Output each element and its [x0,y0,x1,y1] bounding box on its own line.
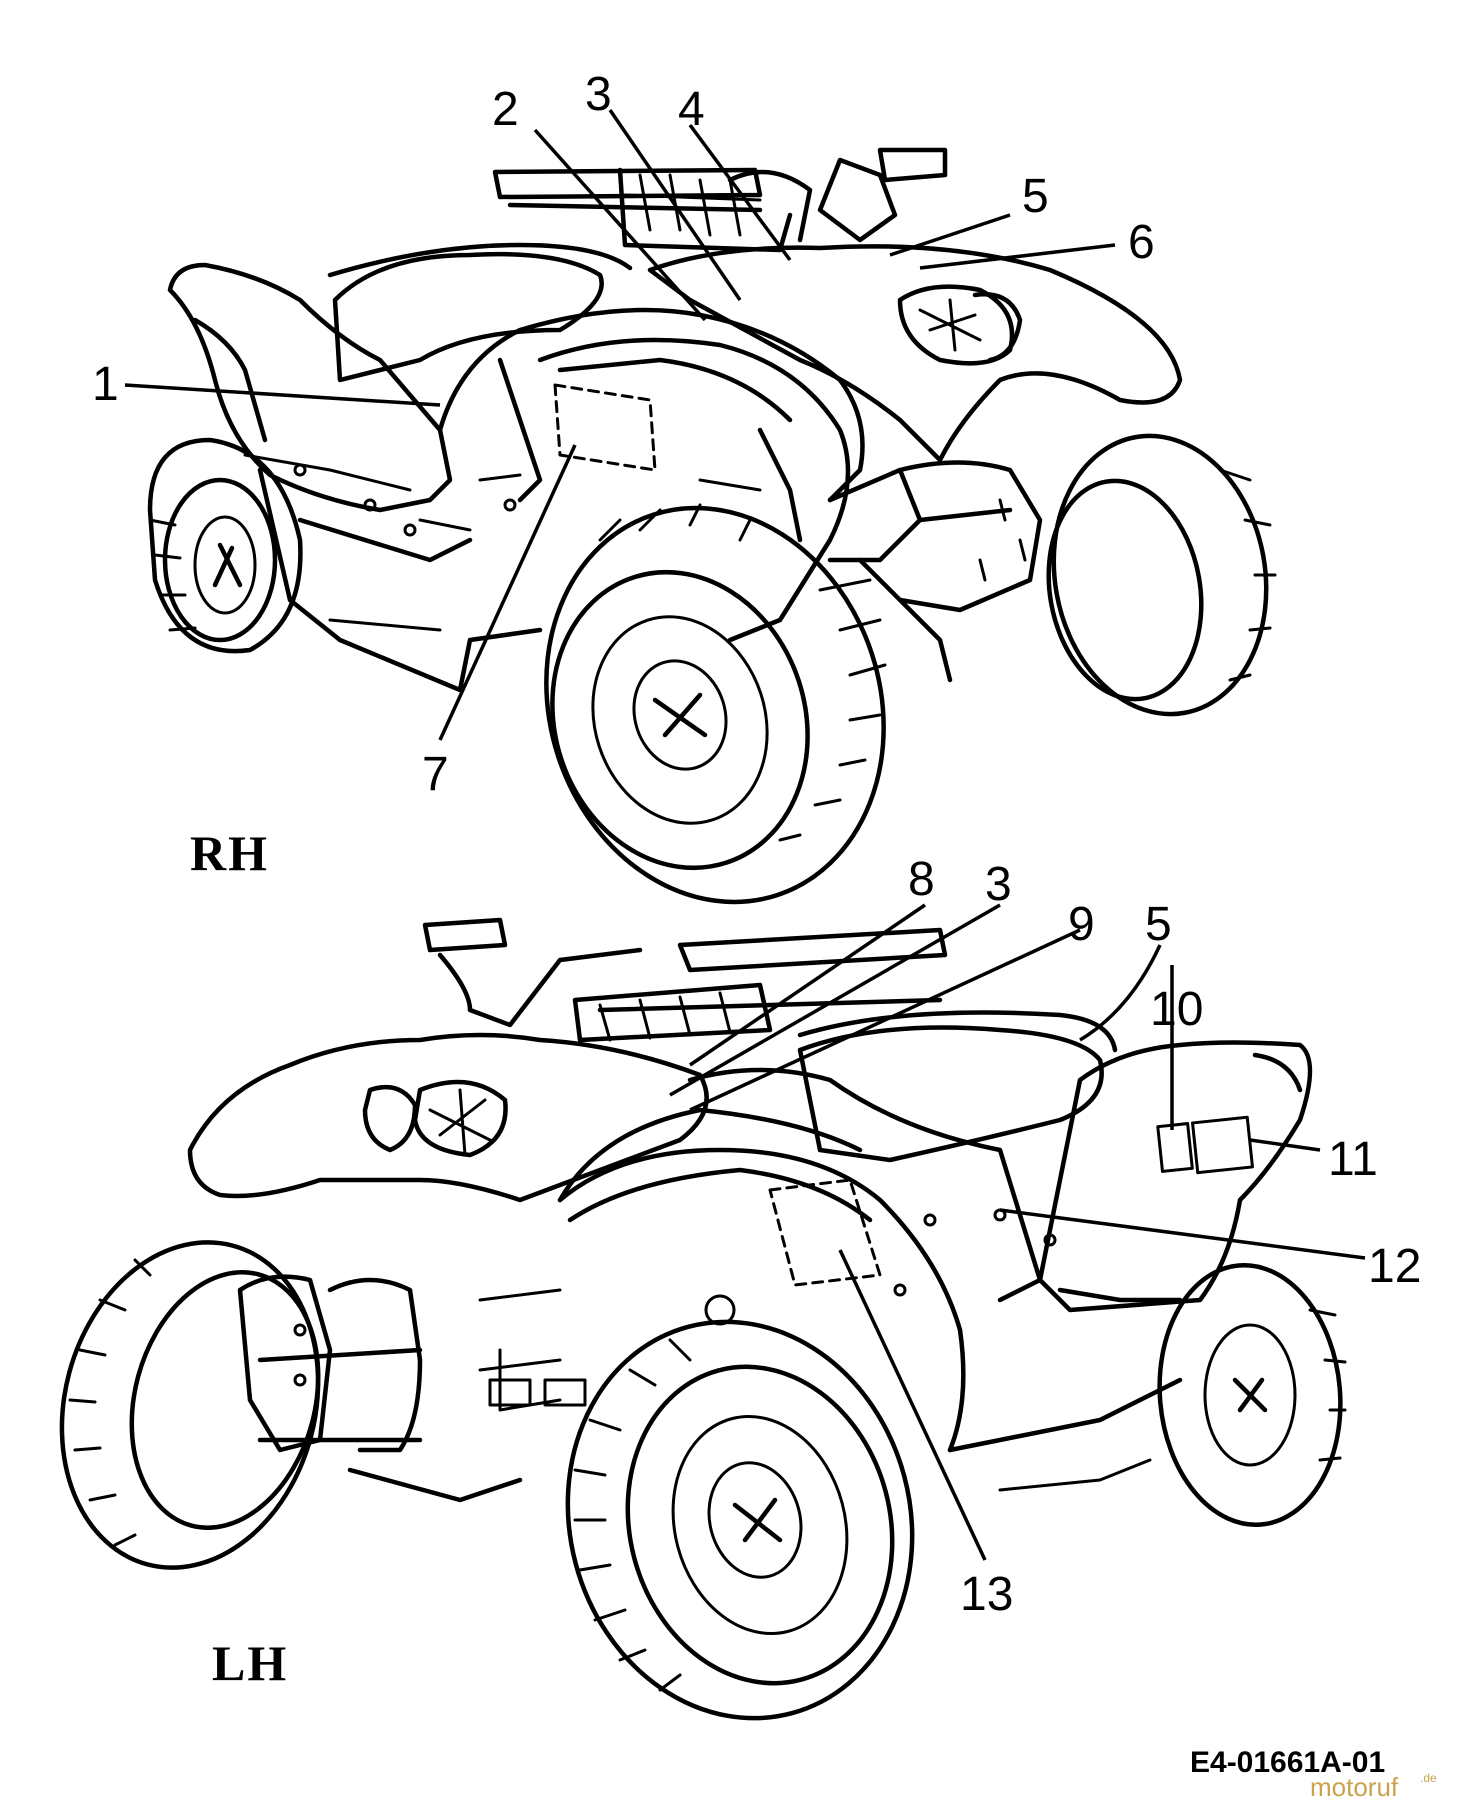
callout-9: 9 [1068,898,1095,951]
callout-7: 7 [422,748,449,801]
callout-2: 2 [492,83,519,136]
callout-3: 3 [585,68,612,121]
rh-callouts: 1 2 3 4 5 6 7 [92,68,1155,801]
callout-1: 1 [92,358,119,411]
callout-10: 10 [1150,983,1203,1036]
callout-6: 6 [1128,216,1155,269]
callout-5: 5 [1022,170,1049,223]
callout-12: 12 [1368,1240,1421,1293]
callout-13: 13 [960,1568,1013,1621]
watermark-suffix: .de [1420,1771,1437,1785]
quad-bike-left-side [59,917,1347,1721]
lh-leader-lines [669,903,1366,1561]
watermark-logo: motoruf [1310,1772,1399,1800]
rh-leader-lines [124,109,1116,741]
callout-8: 8 [908,853,935,906]
callout-11: 11 [1328,1133,1378,1186]
view-label-rh: RH [190,825,269,881]
lh-callouts: 8 3 9 5 10 11 12 13 [908,853,1421,1621]
callout-5-lh: 5 [1145,898,1172,951]
quad-bike-right-side [147,147,1277,905]
callout-4: 4 [678,83,705,136]
view-label-lh: LH [212,1635,288,1691]
drawing-code: E4-01661A-01 [1190,1746,1385,1779]
callout-3-lh: 3 [985,858,1012,911]
